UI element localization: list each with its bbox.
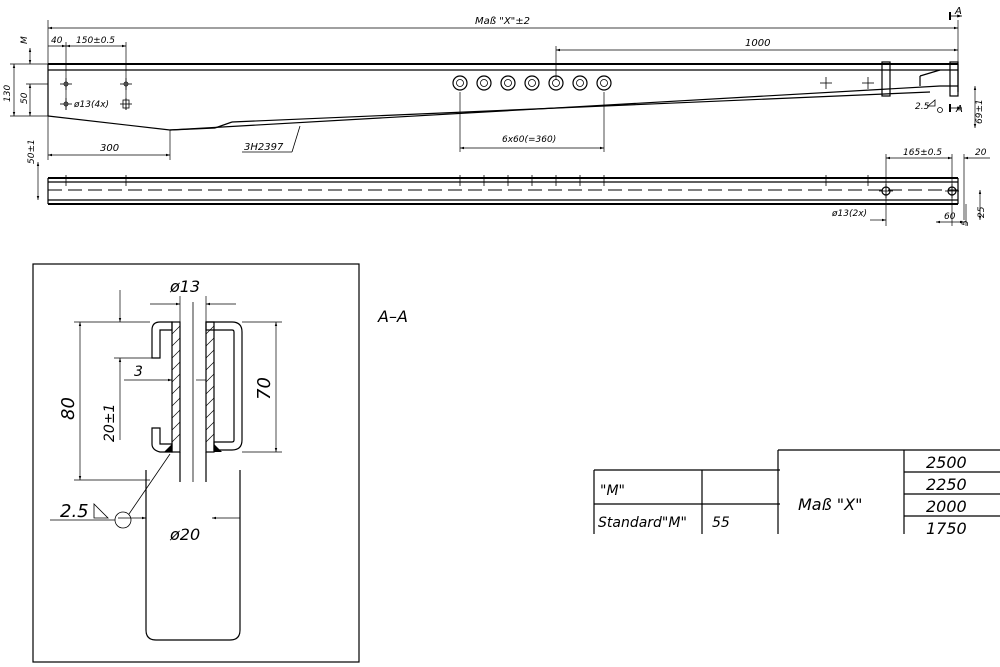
table-x-value-1: 2500 — [926, 453, 967, 472]
table-row2-value: 55 — [712, 515, 730, 531]
section-view: A–A — [32, 263, 408, 663]
hole-row — [452, 75, 612, 91]
dim-165-label: 165±0.5 — [903, 148, 942, 158]
bracket-block-1 — [881, 61, 891, 97]
part-number-label: 3H2397 — [244, 142, 284, 153]
profile-left-top — [151, 321, 173, 359]
overall-dimension-label: Maß "X"±2 — [475, 16, 530, 27]
weld-label-top: 2.5 — [915, 102, 930, 112]
weld-section-label: 2.5 — [60, 501, 89, 522]
dim-70-label: 70 — [254, 377, 275, 400]
hole-left-2 — [120, 78, 132, 90]
dimension-table: "M" Standard"M" 55 Maß "X" 2500 2250 200… — [593, 449, 1000, 538]
dim-50-bottom-label: 50±1 — [27, 139, 37, 164]
weld-fillet-right — [214, 444, 222, 452]
dim-40-label: 40 — [51, 36, 63, 46]
bottom-view: 50±1 165±0.5 20 ø13(2x) 60 5 25 — [27, 139, 990, 226]
dim-20-bottom-label: 20 — [975, 148, 987, 158]
table-x-value-2: 2250 — [926, 475, 967, 494]
profile-left-bottom — [151, 427, 173, 453]
hatch-lines — [171, 325, 215, 443]
dim-20-section-label: 20±1 — [102, 404, 118, 442]
section-mark-top: A — [954, 6, 962, 17]
hole-note-2x: ø13(2x) — [831, 209, 867, 219]
dim-80-label: 80 — [58, 397, 79, 420]
bracket-block-2 — [949, 61, 959, 97]
bottom-ticks — [65, 175, 869, 186]
dim-3-label: 3 — [134, 364, 143, 380]
hole-left-1 — [60, 78, 72, 90]
dia-13-label: ø13 — [169, 277, 200, 296]
top-view: Maß "X"±2 A 40 150±0.5 1000 M 130 50 — [3, 6, 985, 160]
dim-60-bottom-label: 60 — [944, 212, 956, 222]
weld-circle — [114, 511, 132, 529]
dim-300-label: 300 — [100, 143, 119, 154]
dia-20-label: ø20 — [169, 525, 200, 544]
hole-right-1 — [820, 77, 832, 89]
section-mark-side: A — [955, 104, 963, 115]
dim-50-label: 50 — [20, 92, 30, 104]
hole-left-3 — [60, 98, 72, 110]
dim-150-label: 150±0.5 — [76, 36, 115, 46]
table-row1-label: "M" — [600, 483, 625, 499]
dim-25-label: 25 — [977, 206, 987, 218]
table-x-value-3: 2000 — [926, 497, 967, 516]
profile-right — [205, 321, 243, 451]
dim-1000-label: 1000 — [745, 38, 770, 49]
tube-wall-right — [205, 321, 215, 453]
hole-right-2 — [862, 77, 874, 89]
lower-tube-outline — [145, 500, 241, 641]
section-label: A–A — [377, 307, 408, 326]
weld-fillet-left — [164, 444, 172, 452]
hole-note-4x: ø13(4x) — [73, 100, 109, 110]
table-x-value-4: 1750 — [926, 519, 967, 538]
table-x-label: Maß "X" — [798, 495, 862, 514]
section-frame — [32, 263, 360, 663]
dim-5-label: 5 — [961, 220, 971, 226]
table-row2-label: Standard"M" — [598, 515, 687, 531]
dim-69-label: 69±1 — [975, 99, 985, 124]
dim-M-label: M — [20, 36, 30, 44]
dim-130-label: 130 — [3, 85, 13, 102]
hole-left-4 — [120, 98, 132, 110]
dim-6x60-label: 6x60(=360) — [502, 135, 556, 145]
tube-wall-left — [171, 321, 181, 453]
